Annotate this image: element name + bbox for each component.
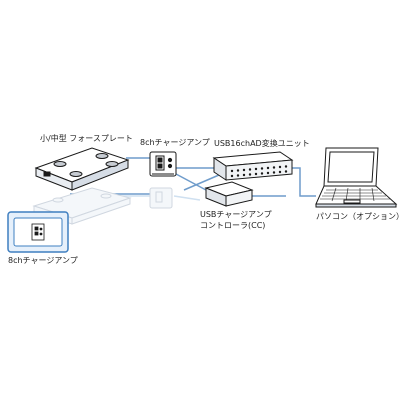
usb-controller-icon — [204, 181, 254, 207]
faded-cable-amp-controller — [173, 195, 201, 201]
label-usb-ad-unit: USB16chAD変換ユニット — [214, 139, 310, 148]
cable-amp-to-controller — [175, 173, 207, 191]
label-usb-controller-line1: USBチャージアンプ — [200, 210, 272, 219]
laptop-keyboard — [320, 187, 390, 202]
label-usb-controller-line2: コントローラ(CC) — [200, 221, 266, 230]
usb-ad-unit-icon — [212, 151, 294, 181]
ad-unit-connectors — [230, 165, 288, 178]
faded-cables — [120, 195, 201, 201]
cable-adunit-to-pc — [292, 167, 316, 197]
charge-amp-faded-icon — [149, 187, 173, 209]
inset-photo-frame — [7, 211, 69, 253]
force-plate-icon — [34, 147, 130, 191]
label-force-plate: 小/中型 フォースプレート — [40, 134, 133, 143]
inset-amp-icon — [31, 223, 45, 241]
label-inset-caption: 8chチャージアンプ — [8, 256, 78, 265]
label-pc: パソコン（オプション） — [316, 212, 400, 221]
charge-amp-icon — [149, 151, 177, 177]
label-charge-amp: 8chチャージアンプ — [140, 138, 210, 147]
laptop-icon — [315, 147, 398, 208]
